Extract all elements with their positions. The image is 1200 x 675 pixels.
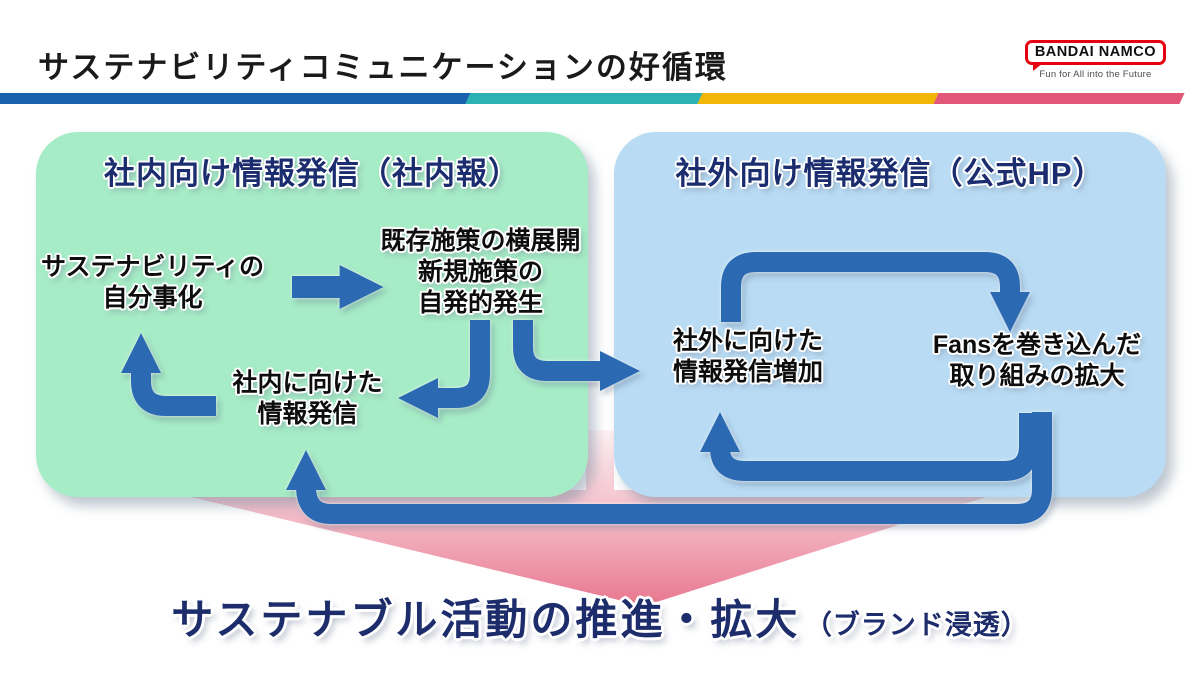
internal-box-title: 社内向け情報発信（社内報）: [104, 156, 520, 191]
accent-segment-teal: [465, 93, 703, 104]
external-box-title: 社外向け情報発信（公式HP）: [675, 156, 1105, 191]
accent-segment-yellow: [697, 93, 939, 104]
node-broadcast: 社内に向けた 情報発信: [232, 369, 383, 428]
node-increase: 社外に向けた 情報発信増加: [672, 327, 823, 386]
funnel-neck: [586, 430, 614, 502]
node-awareness: サステナビリティの 自分事化: [40, 253, 264, 312]
node-fans: Fansを巻き込んだ 取り組みの拡大: [932, 331, 1142, 390]
accent-segment-pink: [933, 93, 1185, 104]
conclusion-banner: サステナブル活動の推進・拡大 （ブランド浸透）: [0, 586, 1200, 647]
logo-speech-tail: [1032, 63, 1043, 71]
page-title: サステナビリティコミュニケーションの好循環: [38, 50, 728, 85]
conclusion-text: サステナブル活動の推進・拡大: [171, 596, 801, 643]
conclusion-suffix: （ブランド浸透）: [804, 610, 1029, 640]
external-communication-box: 社外向け情報発信（公式HP）: [614, 132, 1166, 497]
logo-tagline: Fun for All into the Future: [1039, 69, 1152, 80]
accent-segment-blue: [0, 93, 471, 104]
logo-wordmark: BANDAI NAMCO: [1024, 40, 1166, 71]
logo-text: BANDAI NAMCO: [1034, 44, 1156, 60]
node-spread: 既存施策の横展開 新規施策の 自発的発生: [380, 227, 581, 317]
bandai-namco-logo: BANDAI NAMCO Fun for All into the Future: [1024, 40, 1166, 80]
